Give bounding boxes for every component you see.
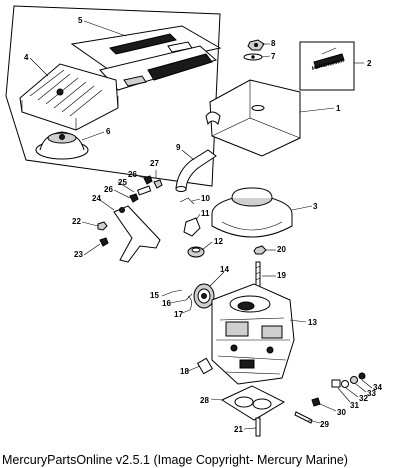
carb-gasket	[220, 385, 286, 421]
flame-arrestor-cover	[19, 63, 119, 131]
parts-diagram: MERCRUISER 1 2 3 4 5 6 7 8 9 10 11 12 13…	[5, 5, 382, 437]
callout-28: 28	[200, 396, 209, 405]
nut-22	[97, 221, 108, 231]
nut-27	[153, 179, 163, 189]
callout-5: 5	[78, 16, 83, 25]
callout-12: 12	[214, 237, 223, 246]
screw-29	[294, 411, 313, 424]
choke-housing-14	[193, 283, 215, 309]
callout-labels: 1 2 3 4 5 6 7 8 9 10 11 12 13 14 15 16 1…	[24, 16, 382, 434]
part-32	[341, 380, 349, 388]
callout-11: 11	[201, 209, 210, 218]
callout-19: 19	[277, 271, 286, 280]
decal-2	[299, 41, 355, 91]
callout-4: 4	[24, 53, 29, 62]
link-17	[187, 295, 192, 311]
callout-21: 21	[234, 425, 243, 434]
washer-30	[311, 397, 321, 407]
air-cleaner-base	[211, 187, 293, 238]
part-31	[331, 379, 341, 388]
callout-29: 29	[320, 420, 329, 429]
callout-8: 8	[271, 39, 276, 48]
callout-32: 32	[359, 394, 368, 403]
callout-2: 2	[367, 59, 372, 68]
image-caption: MercuryPartsOnline v2.5.1 (Image Copyrig…	[2, 453, 348, 467]
callout-15: 15	[150, 291, 159, 300]
callout-1: 1	[336, 104, 341, 113]
fuel-filter-18	[196, 357, 214, 375]
part-33	[350, 376, 358, 384]
callout-31: 31	[350, 401, 359, 410]
bracket-11	[183, 217, 201, 237]
vent-hose	[175, 149, 217, 192]
part-34	[358, 372, 366, 380]
decal-sheet	[70, 25, 222, 73]
callout-7: 7	[271, 52, 276, 61]
leader-lines	[29, 20, 373, 430]
callout-26a: 26	[104, 185, 113, 194]
flame-arrestor	[35, 131, 89, 160]
nut-20	[253, 245, 267, 255]
callout-18: 18	[180, 367, 189, 376]
callout-16: 16	[162, 299, 171, 308]
nut-26	[129, 193, 139, 203]
grommet-12	[187, 246, 205, 258]
clip-10	[179, 197, 195, 205]
callout-22: 22	[72, 217, 81, 226]
callout-27: 27	[150, 159, 159, 168]
callout-13: 13	[308, 318, 317, 327]
callout-25: 25	[118, 178, 127, 187]
nut-26b	[143, 175, 153, 185]
nut-23	[99, 237, 109, 247]
callout-14: 14	[220, 265, 229, 274]
callout-26b: 26	[128, 170, 137, 179]
stud-21	[255, 417, 261, 437]
callout-3: 3	[313, 202, 318, 211]
callout-34: 34	[373, 383, 382, 392]
carburetor	[211, 283, 295, 385]
callout-30: 30	[337, 408, 346, 417]
air-cleaner-cover	[205, 79, 301, 157]
inset-panel	[5, 5, 222, 187]
callout-10: 10	[201, 194, 210, 203]
callout-17: 17	[174, 310, 183, 319]
callout-6: 6	[106, 127, 111, 136]
nut-8	[247, 39, 265, 51]
callout-24: 24	[92, 194, 101, 203]
callout-33: 33	[367, 389, 376, 398]
screw-15	[171, 289, 183, 293]
callout-9: 9	[176, 143, 181, 152]
callout-23: 23	[74, 250, 83, 259]
bolt-25	[137, 185, 152, 196]
throttle-linkage	[113, 205, 161, 263]
callout-20: 20	[277, 245, 286, 254]
